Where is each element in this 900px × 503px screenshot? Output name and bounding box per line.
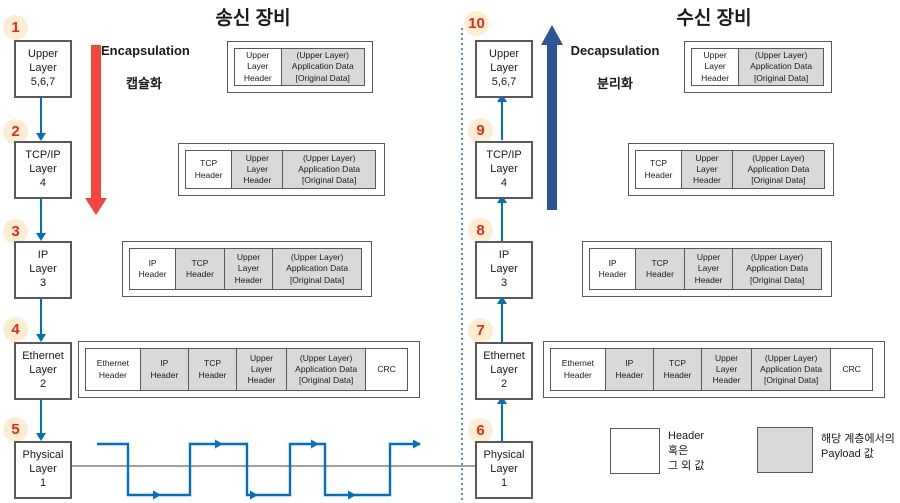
packet-cell-app-data: (Upper Layer) Application Data [Original… <box>272 248 362 290</box>
sender-title: 송신 장비 <box>215 8 291 29</box>
packet-cell-app-data: (Upper Layer) Application Data [Original… <box>280 48 365 86</box>
step-badge-8: 8 <box>468 218 493 243</box>
packet-cell-upper-header: Upper Layer Header <box>234 48 282 86</box>
step-badge-5: 5 <box>3 417 28 442</box>
decapsulation-up-arrow-icon <box>541 25 563 210</box>
packet-cell-tcp-header: TCP Header <box>652 348 703 391</box>
sender-layer-upper: Upper Layer 5,6,7 <box>14 40 72 98</box>
legend-header-label: Header 혹은 그 외 값 <box>668 430 705 472</box>
step-badge-6: 6 <box>468 418 493 443</box>
packet-cell-app-data: (Upper Layer) Application Data [Original… <box>750 348 832 391</box>
step-badge-2: 2 <box>3 119 28 144</box>
packet-cell-ethernet-header: Ethernet Header <box>550 348 606 391</box>
packet-cell-app-data: (Upper Layer) Application Data [Original… <box>738 48 824 86</box>
receiver-packet-ethernet: Ethernet Header IP Header TCP Header Upp… <box>543 341 885 398</box>
packet-cell-upper-header: Upper Layer Header <box>223 248 274 290</box>
sender-packet-ethernet: Ethernet Header IP Header TCP Header Upp… <box>78 341 420 398</box>
encapsulation-label-ko: 캡슐화 <box>126 75 162 91</box>
step-badge-1: 1 <box>3 15 28 40</box>
receiver-layer-ip: IP Layer 3 <box>475 241 533 299</box>
sender-packet-tcp: TCP Header Upper Layer Header (Upper Lay… <box>178 143 385 196</box>
packet-cell-upper-header: Upper Layer Header <box>683 248 734 290</box>
encapsulation-label: Encapsulation 캡슐화 <box>101 27 190 108</box>
step-badge-10: 10 <box>464 11 489 36</box>
packet-cell-tcp-header: TCP Header <box>175 248 225 290</box>
sender-layer-tcpip: TCP/IP Layer 4 <box>14 141 72 199</box>
sender-packet-upper: Upper Layer Header (Upper Layer) Applica… <box>227 41 373 93</box>
step-badge-7: 7 <box>468 318 493 343</box>
step-badge-9: 9 <box>468 118 493 143</box>
receiver-packet-ip: IP Header TCP Header Upper Layer Header … <box>582 241 832 297</box>
packet-cell-tcp-header: TCP Header <box>635 150 683 189</box>
legend-payload-swatch <box>757 427 813 473</box>
receiver-layer-upper: Upper Layer 5,6,7 <box>475 40 533 98</box>
packet-cell-ip-header: IP Header <box>589 248 637 290</box>
sender-layer-physical: Physical Layer 1 <box>14 441 72 499</box>
packet-cell-tcp-header: TCP Header <box>187 348 238 391</box>
signal-waveform <box>97 439 421 500</box>
packet-cell-app-data: (Upper Layer) Application Data [Original… <box>282 150 376 189</box>
receiver-layer-ethernet: Ethernet Layer 2 <box>475 342 533 400</box>
receiver-layer-tcpip: TCP/IP Layer 4 <box>475 141 533 199</box>
packet-cell-ip-header: IP Header <box>139 348 189 391</box>
sender-packet-ip: IP Header TCP Header Upper Layer Header … <box>122 241 372 297</box>
legend-payload-label: 해당 계층에서의 Payload 값 <box>821 433 895 460</box>
packet-cell-upper-header: Upper Layer Header <box>231 150 284 189</box>
decapsulation-label-ko: 분리화 <box>597 75 633 91</box>
packet-cell-ip-header: IP Header <box>129 248 177 290</box>
step-badge-3: 3 <box>3 219 28 244</box>
packet-cell-tcp-header: TCP Header <box>635 248 685 290</box>
receiver-packet-tcp: TCP Header Upper Layer Header (Upper Lay… <box>628 143 834 196</box>
receiver-packet-upper: Upper Layer Header (Upper Layer) Applica… <box>684 41 832 93</box>
packet-cell-upper-header: Upper Layer Header <box>681 150 733 189</box>
packet-cell-upper-header: Upper Layer Header <box>236 348 287 391</box>
legend-header-swatch <box>610 428 660 474</box>
packet-cell-tcp-header: TCP Header <box>185 150 233 189</box>
sender-layer-ethernet: Ethernet Layer 2 <box>14 342 72 400</box>
sender-layer-ip: IP Layer 3 <box>14 241 72 299</box>
decapsulation-label-en: Decapsulation <box>570 43 660 59</box>
packet-cell-crc: CRC <box>830 348 873 391</box>
packet-cell-crc: CRC <box>365 348 408 391</box>
packet-cell-ethernet-header: Ethernet Header <box>85 348 141 391</box>
receiver-title: 수신 장비 <box>676 8 752 29</box>
packet-cell-app-data: (Upper Layer) Application Data [Original… <box>732 248 822 290</box>
step-badge-4: 4 <box>3 317 28 342</box>
packet-cell-upper-header: Upper Layer Header <box>691 48 740 86</box>
packet-cell-app-data: (Upper Layer) Application Data [Original… <box>731 150 825 189</box>
packet-cell-upper-header: Upper Layer Header <box>701 348 752 391</box>
packet-cell-ip-header: IP Header <box>604 348 654 391</box>
encapsulation-label-en: Encapsulation <box>101 43 190 59</box>
receiver-layer-physical: Physical Layer 1 <box>475 441 533 499</box>
decapsulation-label: Decapsulation 분리화 <box>568 27 662 108</box>
packet-cell-app-data: (Upper Layer) Application Data [Original… <box>285 348 367 391</box>
